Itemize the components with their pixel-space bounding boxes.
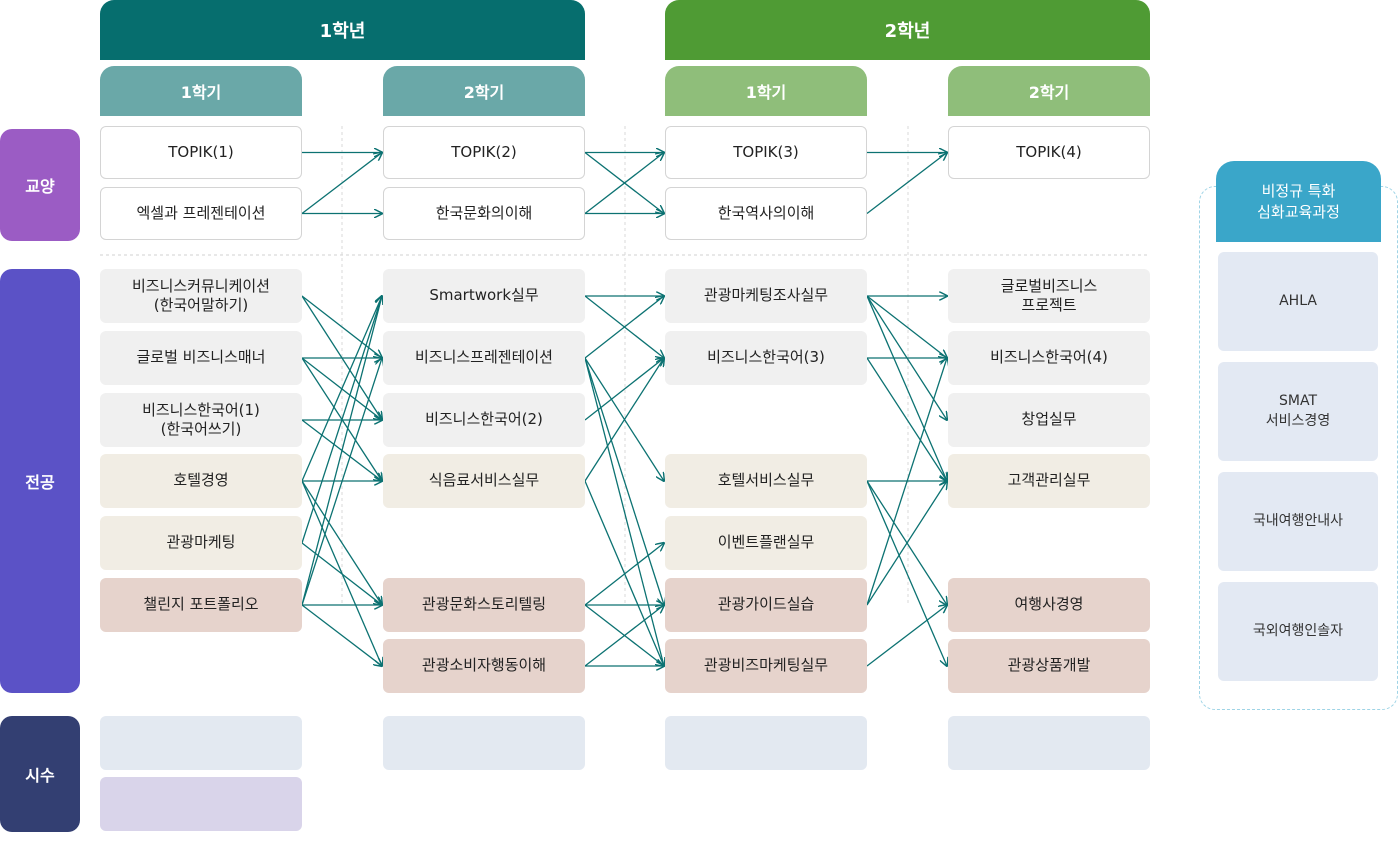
course-general-1-1: 한국문화의이해 [383,187,585,240]
hours-box-1-0 [383,716,585,770]
connection-arrow [866,357,947,481]
connection-arrow [866,153,947,215]
course-major-1-1: 비즈니스프레젠테이션 [383,331,585,385]
special-item-domestic-guide: 국내여행안내사 [1218,472,1378,571]
connection-arrow [584,358,664,482]
course-major-1-3: 식음료서비스실무 [383,454,585,508]
connection-arrow [584,357,664,605]
special-item-smat: SMAT 서비스경영 [1218,362,1378,461]
connection-arrow [301,604,382,666]
course-general-2-0: TOPIK(3) [665,126,867,179]
connection-arrow [584,296,664,359]
course-major-3-1: 비즈니스한국어(4) [948,331,1150,385]
course-major-2-4: 이벤트플랜실무 [665,516,867,570]
connection-arrow [866,358,947,606]
special-program-title: 비정규 특화 심화교육과정 [1216,161,1381,242]
connection-arrow [866,295,947,481]
connection-arrow [301,296,382,544]
hours-box-0-0 [100,716,302,770]
connection-arrow [866,295,947,358]
course-general-0-0: TOPIK(1) [100,126,302,179]
course-major-3-6: 관광상품개발 [948,639,1150,693]
semester-header-3: 1학기 [665,66,867,116]
connection-arrow [301,153,382,215]
course-major-0-3: 호텔경영 [100,454,302,508]
course-major-1-0: Smartwork실무 [383,269,585,323]
semester-header-2: 2학기 [383,66,585,116]
connection-arrow [584,543,664,606]
course-major-1-2: 비즈니스한국어(2) [383,393,585,447]
course-general-3-0: TOPIK(4) [948,126,1150,179]
course-major-3-3: 고객관리실무 [948,454,1150,508]
course-major-1-6: 관광소비자행동이해 [383,639,585,693]
hours-box-0-1 [100,777,302,831]
connection-arrow [866,480,947,666]
year-header-1: 1학년 [100,0,585,60]
course-major-0-0: 비즈니스커뮤니케이션 (한국어말하기) [100,269,302,323]
course-general-0-1: 엑셀과 프레젠테이션 [100,187,302,240]
course-major-1-5: 관광문화스토리텔링 [383,578,585,632]
special-item-overseas-guide: 국외여행인솔자 [1218,582,1378,681]
course-major-2-6: 관광비즈마케팅실무 [665,639,867,693]
connection-arrow [301,296,382,482]
course-major-0-1: 글로벌 비즈니스매너 [100,331,302,385]
course-major-2-5: 관광가이드실습 [665,578,867,632]
course-major-3-2: 창업실무 [948,393,1150,447]
course-major-2-1: 비즈니스한국어(3) [665,331,867,385]
semester-header-4: 2학기 [948,66,1150,116]
hours-box-2-0 [665,716,867,770]
course-major-0-2: 비즈니스한국어(1) (한국어쓰기) [100,393,302,447]
category-major: 전공 [0,269,80,693]
course-major-2-3: 호텔서비스실무 [665,454,867,508]
course-major-0-5: 챌린지 포트폴리오 [100,578,302,632]
course-major-3-0: 글로벌비즈니스 프로젝트 [948,269,1150,323]
hours-box-3-0 [948,716,1150,770]
connection-arrow [584,153,664,215]
course-major-0-4: 관광마케팅 [100,516,302,570]
semester-header-1: 1학기 [100,66,302,116]
connection-arrow [584,605,664,667]
course-general-1-0: TOPIK(2) [383,126,585,179]
course-general-2-1: 한국역사의이해 [665,187,867,240]
category-hours: 시수 [0,716,80,832]
course-major-2-0: 관광마케팅조사실무 [665,269,867,323]
special-item-ahla: AHLA [1218,252,1378,351]
connection-arrow [301,358,382,606]
year-header-2: 2학년 [665,0,1150,60]
connection-arrow [301,296,382,606]
category-general: 교양 [0,129,80,241]
connection-arrow [866,481,947,606]
connection-arrow [866,605,947,667]
course-major-3-5: 여행사경영 [948,578,1150,632]
connection-arrow [584,358,664,421]
